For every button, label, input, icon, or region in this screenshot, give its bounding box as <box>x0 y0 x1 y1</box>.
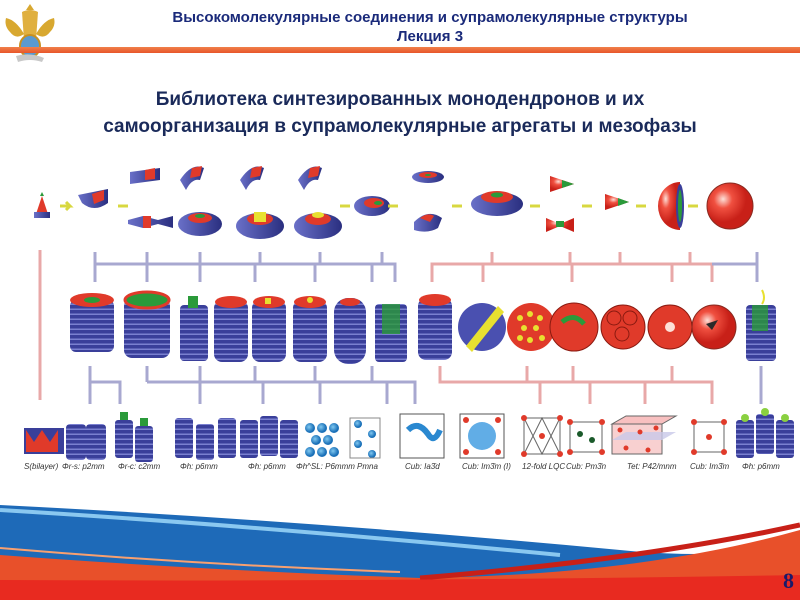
header-divider <box>0 47 800 53</box>
lattice-label: Cub: Ia3̄d <box>405 462 440 471</box>
decorative-footer-waves <box>0 505 800 600</box>
lattice-label: Φr-s: p2mm <box>62 462 105 471</box>
lattice-label: Φr-c: c2mm <box>118 462 161 471</box>
lecture-number: Лекция 3 <box>396 28 464 45</box>
row-supramolecular-aggregates <box>70 289 776 364</box>
lattice-label: Cub: Pm3̄n <box>566 462 607 471</box>
lattice-label: Pmna <box>357 462 378 471</box>
double-headed-eagle-emblem-icon <box>5 4 55 62</box>
lattice-label: S(bilayer) <box>24 462 59 471</box>
page-number: 8 <box>783 568 794 593</box>
lattice-label: Cub: Im3̄m (I) <box>462 462 511 471</box>
lattice-label: Φh: p6mm <box>742 462 780 471</box>
course-title: Высокомолекулярные соединения и супрамол… <box>60 8 800 46</box>
self-assembly-diagram <box>24 166 794 462</box>
lattice-label: Φh^SL: P6mmm <box>296 462 355 471</box>
lattice-label: Tet: P42/mnm <box>627 462 677 471</box>
lattice-label: Φh: p6mm <box>248 462 286 471</box>
lattice-label: 12-fold LQC <box>522 462 566 471</box>
slide-header: Высокомолекулярные соединения и супрамол… <box>0 0 800 62</box>
lattice-label: Φh: p6mm <box>180 462 218 471</box>
row-lattice-structures <box>24 408 794 462</box>
row-dendron-shapes <box>34 166 754 239</box>
lattice-label: Cub: Im3̄m <box>690 462 730 471</box>
slide-title: Библиотека синтезированных монодендронов… <box>103 89 697 137</box>
